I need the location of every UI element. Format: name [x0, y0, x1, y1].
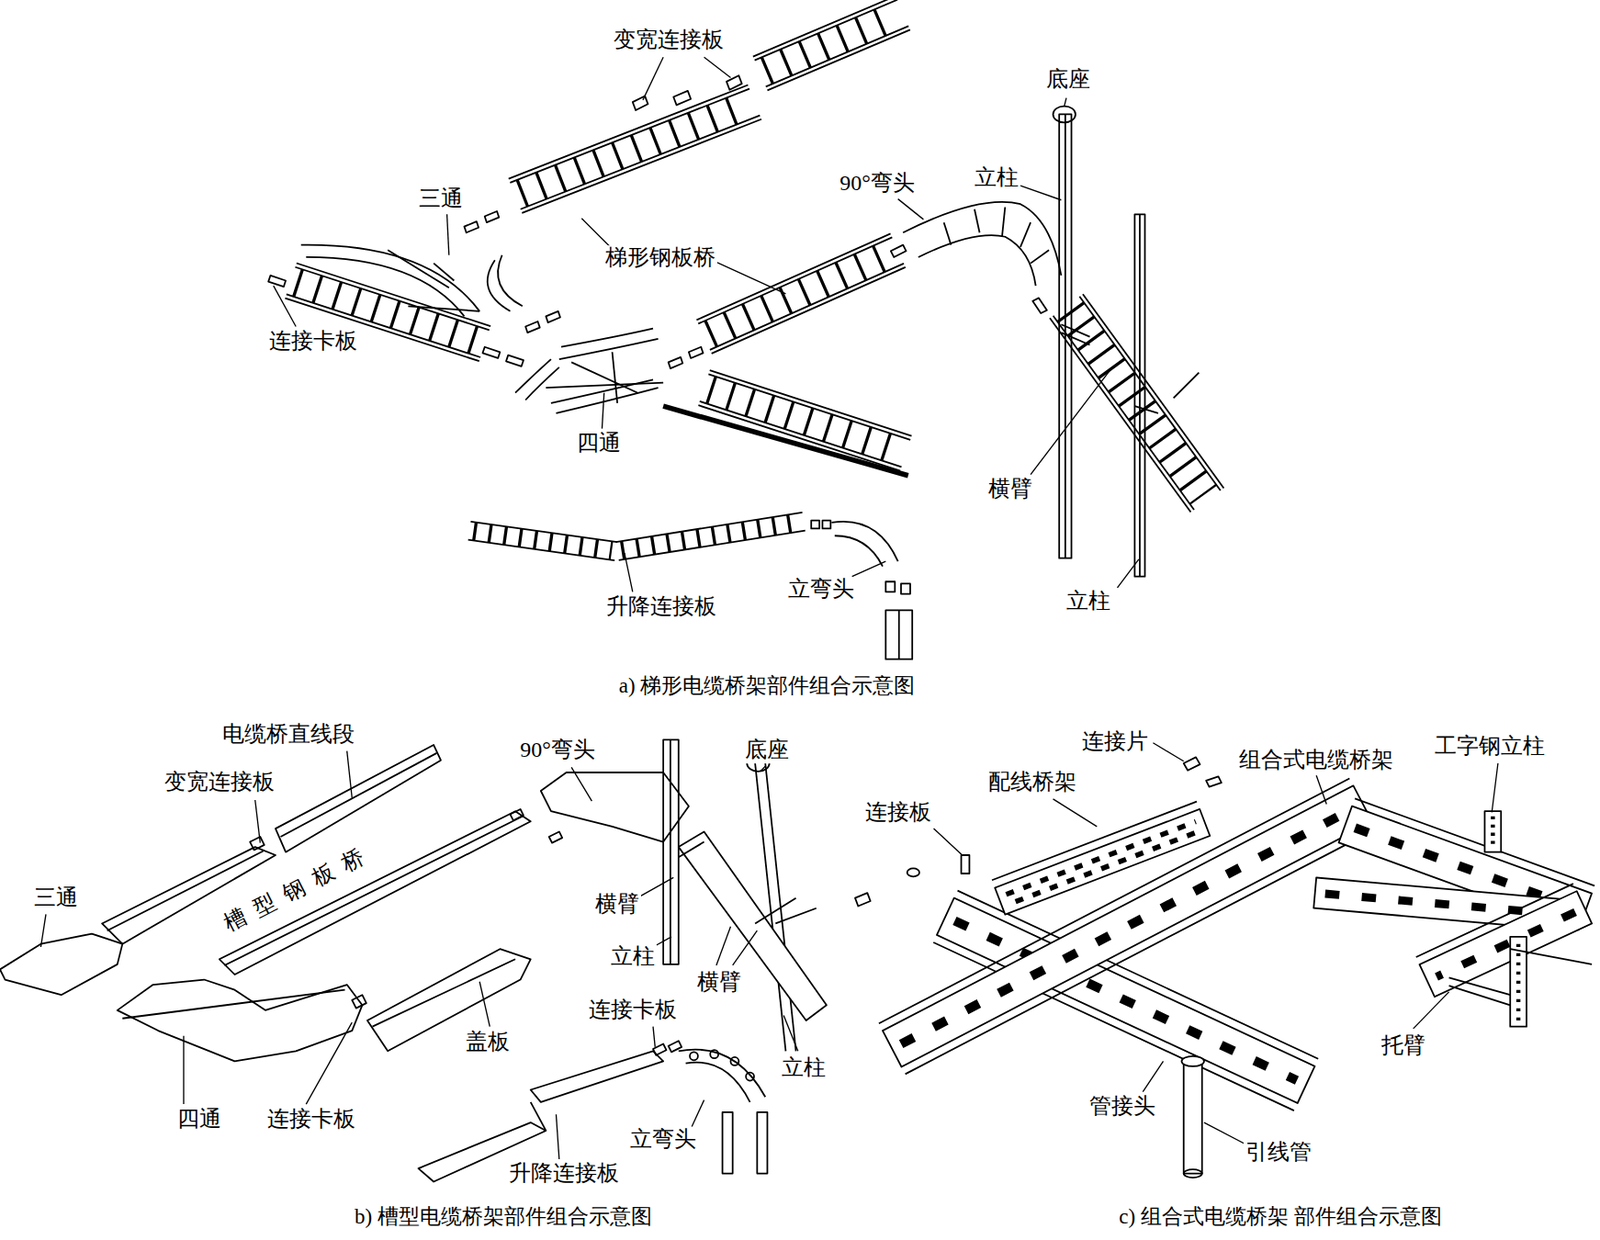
part-label: 立弯头 — [786, 576, 857, 603]
panel-caption: c) 组合式电缆桥架 部件组合示意图 — [1116, 1205, 1443, 1229]
part-label: 立柱 — [779, 1055, 828, 1082]
part-label: 三通 — [32, 885, 80, 912]
part-label: 引线管 — [1243, 1139, 1314, 1166]
part-label: 变宽连接板 — [611, 27, 726, 54]
part-label: 横臂 — [986, 476, 1035, 503]
part-label: 横臂 — [695, 969, 744, 996]
part-label: 梯形钢板桥 — [603, 245, 718, 271]
part-label: 四通 — [175, 1106, 224, 1133]
part-label: 变宽连接板 — [162, 769, 277, 796]
part-label: 三通 — [416, 186, 465, 213]
part-label: 配线桥架 — [986, 769, 1079, 796]
part-label: 盖板 — [463, 1029, 512, 1056]
part-label: 90°弯头 — [518, 737, 598, 764]
panel-caption: a) 梯形电缆桥架部件组合示意图 — [617, 674, 918, 699]
part-label: 组合式电缆桥架 — [1237, 747, 1396, 774]
part-label: 立柱 — [972, 165, 1021, 192]
part-label: 连接片 — [1080, 729, 1150, 755]
part-label: 底座 — [743, 737, 791, 764]
part-label: 升降连接板 — [604, 594, 719, 620]
part-label: 立弯头 — [628, 1126, 699, 1153]
part-label: 工字钢立柱 — [1432, 733, 1547, 760]
part-label: 连接板 — [863, 800, 934, 826]
panel-caption: b) 槽型电缆桥架部件组合示意图 — [352, 1205, 654, 1229]
part-label: 立柱 — [608, 944, 657, 970]
part-label: 电缆桥直线段 — [220, 721, 357, 748]
part-label: 连接卡板 — [265, 1106, 358, 1133]
part-label: 管接头 — [1087, 1093, 1158, 1120]
part-label: 升降连接板 — [507, 1160, 621, 1187]
part-label: 连接卡板 — [267, 328, 360, 355]
part-label: 底座 — [1044, 67, 1093, 93]
part-label: 90°弯头 — [837, 170, 917, 197]
part-label: 托臂 — [1379, 1033, 1428, 1060]
part-label: 立柱 — [1064, 588, 1113, 615]
part-label: 横臂 — [593, 891, 642, 918]
part-label: 连接卡板 — [586, 997, 679, 1024]
part-label: 四通 — [574, 430, 623, 457]
